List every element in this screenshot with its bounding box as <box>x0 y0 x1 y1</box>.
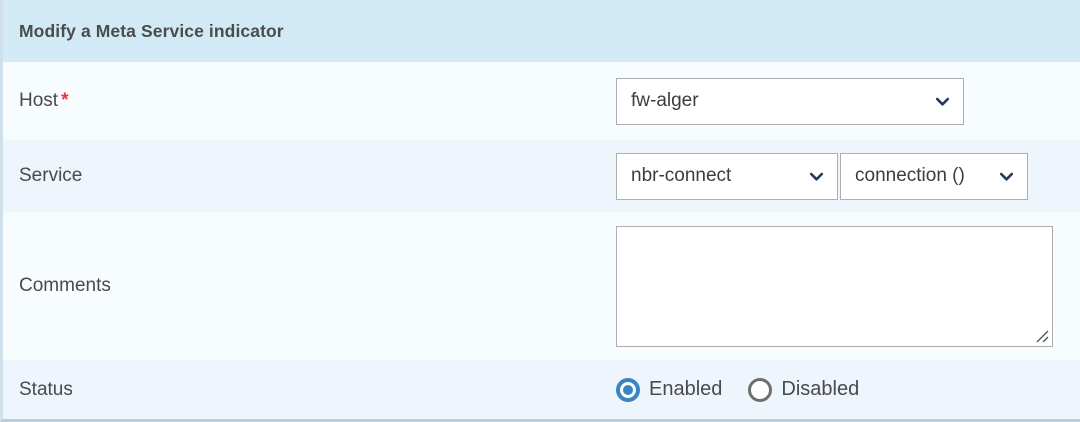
status-field-area: Enabled Disabled <box>616 377 1080 402</box>
host-field-area: fw-alger <box>616 77 1080 125</box>
comments-label-text: Comments <box>19 275 111 296</box>
comments-label: Comments <box>3 275 616 297</box>
status-radio-disabled-label: Disabled <box>781 378 860 400</box>
form-row-status: Status Enabled Disabled <box>3 360 1080 419</box>
service-field-area: nbr-connect connection () <box>616 152 1080 200</box>
host-label-text: Host <box>19 90 59 111</box>
metric-select-value: connection () <box>855 165 965 186</box>
form-row-service: Service nbr-connect connection () <box>3 140 1080 212</box>
radio-unselected-icon[interactable] <box>748 377 773 402</box>
page-title: Modify a Meta Service indicator <box>19 20 284 41</box>
required-asterisk: * <box>61 90 69 111</box>
host-select-value: fw-alger <box>631 90 699 111</box>
status-radio-group: Enabled Disabled <box>616 377 885 402</box>
radio-selected-icon[interactable] <box>616 377 640 402</box>
chevron-down-icon <box>999 169 1014 184</box>
chevron-down-icon <box>935 94 950 109</box>
comments-field-area <box>616 225 1080 347</box>
service-select[interactable]: nbr-connect <box>616 152 838 200</box>
status-radio-enabled[interactable]: Enabled <box>616 377 723 402</box>
comments-textarea[interactable] <box>616 225 1053 347</box>
service-label-text: Service <box>19 165 83 186</box>
status-label-text: Status <box>19 378 73 400</box>
host-select[interactable]: fw-alger <box>616 77 964 125</box>
metric-select[interactable]: connection () <box>840 152 1028 200</box>
status-radio-enabled-label: Enabled <box>649 378 723 400</box>
status-label: Status <box>3 379 616 401</box>
resize-grip-icon[interactable] <box>1034 328 1050 344</box>
service-label: Service <box>3 165 616 187</box>
form-row-comments: Comments <box>3 212 1080 360</box>
form-row-host: Host* fw-alger <box>3 62 1080 140</box>
panel-header: Modify a Meta Service indicator <box>3 0 1080 62</box>
host-label: Host* <box>3 90 616 112</box>
chevron-down-icon <box>809 169 824 184</box>
status-radio-disabled[interactable]: Disabled <box>748 377 860 402</box>
service-select-value: nbr-connect <box>631 165 732 186</box>
